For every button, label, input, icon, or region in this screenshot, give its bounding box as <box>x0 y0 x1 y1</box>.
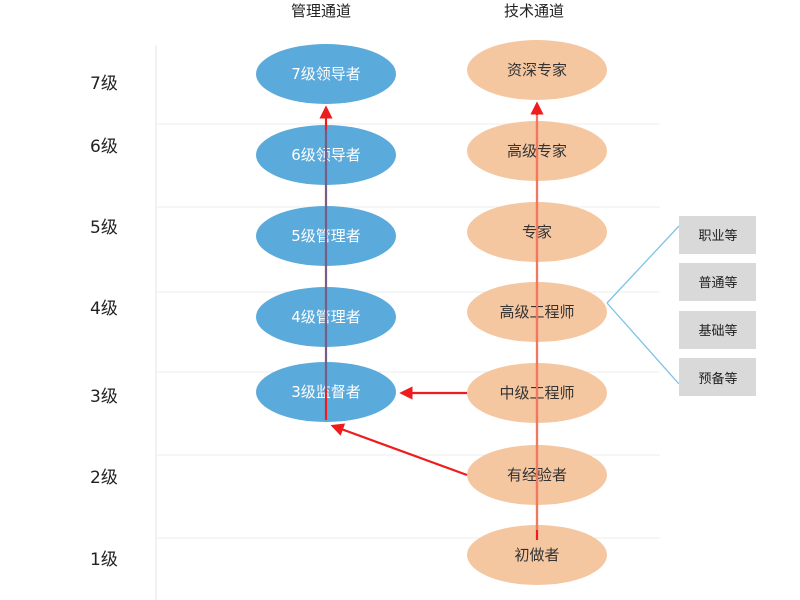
level-label: 5级 <box>90 218 118 238</box>
management-channel-header: 管理通道 <box>291 2 351 20</box>
level-label: 6级 <box>90 137 118 157</box>
grade-label: 职业等 <box>698 228 737 244</box>
technical-node-label: 资深专家 <box>507 61 567 79</box>
technical-node[interactable]: 资深专家 <box>467 40 607 100</box>
grade-label: 普通等 <box>698 275 737 291</box>
level-labels: 7级 6级 5级 4级 3级 2级 1级 <box>90 74 118 570</box>
grade-list: 职业等 普通等 基础等 预备等 <box>679 216 756 396</box>
grade-label: 基础等 <box>698 323 737 339</box>
management-node-label: 7级领导者 <box>291 65 361 83</box>
transfer-arrow-experienced-to-supervisor <box>330 423 468 477</box>
technical-channel: 资深专家 高级专家 专家 高级工程师 中级工程师 有经验者 初做者 <box>467 40 607 585</box>
grade-label: 预备等 <box>698 371 737 387</box>
grid <box>155 45 660 600</box>
technical-channel-header: 技术通道 <box>504 2 564 20</box>
level-label: 7级 <box>90 74 118 94</box>
grade-box: 预备等 <box>679 358 756 396</box>
grade-box: 职业等 <box>679 216 756 254</box>
level-label: 1级 <box>90 550 118 570</box>
transfer-arrows <box>330 386 468 477</box>
management-node[interactable]: 7级领导者 <box>256 44 396 104</box>
level-label: 3级 <box>90 387 118 407</box>
progression-lines <box>319 101 544 540</box>
grade-box: 普通等 <box>679 263 756 301</box>
level-label: 2级 <box>90 468 118 488</box>
grade-box: 基础等 <box>679 311 756 349</box>
grade-connector <box>606 225 680 385</box>
level-label: 4级 <box>90 299 118 319</box>
technical-node-label: 初做者 <box>514 546 559 564</box>
technical-node[interactable]: 初做者 <box>467 525 607 585</box>
